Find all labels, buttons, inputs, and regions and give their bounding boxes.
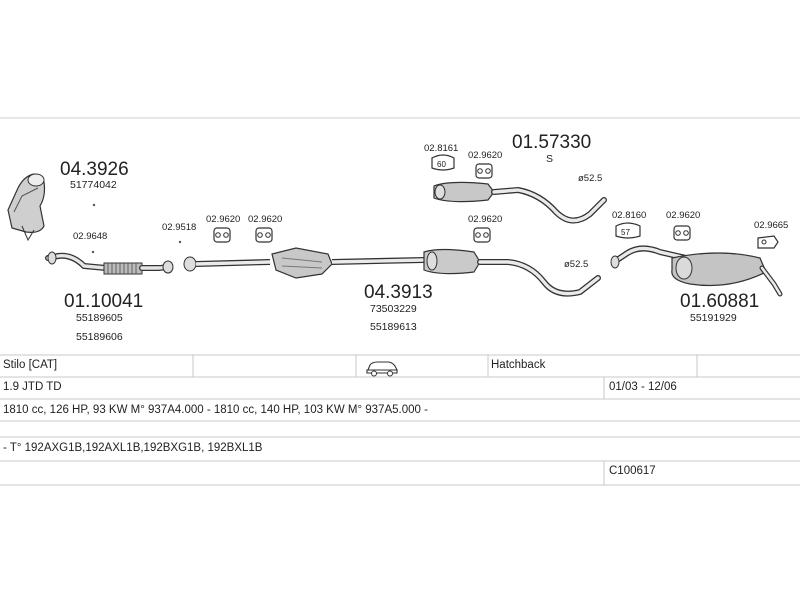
spec-table-grid — [0, 354, 800, 486]
part-02-9620-d-code: 02.9620 — [468, 150, 502, 161]
part-02-9518-dot — [178, 240, 182, 244]
part-02-9620-b-code: 02.9620 — [248, 214, 282, 225]
part-01-10041-code: 01.10041 — [64, 291, 143, 312]
part-02-9648-dot — [91, 250, 95, 254]
vehicle-specs: 1810 cc, 126 HP, 93 KW M° 937A4.000 - 18… — [3, 404, 428, 416]
part-02-9518-code: 02.9518 — [162, 222, 196, 233]
part-01-10041-ref-2: 55189606 — [76, 331, 123, 343]
part-01-60881-code: 01.60881 — [680, 291, 759, 312]
part-02-9665-code: 02.9665 — [754, 220, 788, 231]
vehicle-types: - T° 192AXG1B,192AXL1B,192BXG1B, 192BXL1… — [3, 442, 263, 454]
part-02-8161-clamp[interactable]: 60 — [431, 154, 455, 171]
part-01-57330-code: 01.57330 — [512, 132, 591, 153]
part-01-10041-ref-1: 55189605 — [76, 312, 123, 324]
part-02-9620-b-hanger[interactable] — [255, 227, 273, 243]
lower-diameter-label: ø52.5 — [564, 259, 588, 270]
part-02-9620-e-code: 02.9620 — [666, 210, 700, 221]
part-04-3913-center-pipe[interactable] — [183, 247, 601, 297]
part-02-9665-rubber-mount[interactable] — [757, 235, 779, 249]
part-01-60881-rear-silencer[interactable] — [610, 245, 783, 297]
clamp-size-8160: 57 — [621, 228, 630, 237]
part-04-3926-dot — [92, 203, 96, 207]
part-04-3913-ref-2: 55189613 — [370, 321, 417, 333]
part-02-9620-c-hanger[interactable] — [473, 227, 491, 243]
vehicle-engine: 1.9 JTD TD — [3, 381, 62, 393]
vehicle-years: 01/03 - 12/06 — [609, 381, 677, 393]
upper-diameter-label: ø52.5 — [578, 173, 602, 184]
part-04-3926-ref: 51774042 — [70, 179, 117, 191]
part-02-9648-code: 02.9648 — [73, 231, 107, 242]
car-side-icon — [366, 361, 398, 377]
part-01-10041-front-pipe[interactable] — [45, 251, 174, 275]
part-02-8160-code: 02.8160 — [612, 210, 646, 221]
part-02-9620-d-hanger[interactable] — [475, 163, 493, 179]
part-04-3913-code: 04.3913 — [364, 282, 433, 303]
part-02-9620-a-code: 02.9620 — [206, 214, 240, 225]
vehicle-model: Stilo [CAT] — [3, 359, 58, 371]
part-01-57330-suffix: S — [546, 153, 553, 165]
part-02-8161-code: 02.8161 — [424, 143, 458, 154]
part-04-3913-ref-1: 73503229 — [370, 303, 417, 315]
part-02-9620-a-hanger[interactable] — [213, 227, 231, 243]
vehicle-body-type: Hatchback — [491, 359, 546, 371]
part-02-8160-clamp[interactable]: 57 — [615, 222, 641, 239]
clamp-size-8161: 60 — [437, 160, 446, 169]
part-02-9620-e-hanger[interactable] — [673, 225, 691, 241]
part-01-57330-middle-silencer[interactable] — [433, 181, 607, 224]
catalog-code: C100617 — [609, 465, 656, 477]
part-01-60881-ref: 55191929 — [690, 312, 737, 324]
part-04-3926-catalyst-front[interactable] — [7, 173, 46, 242]
part-04-3926-code: 04.3926 — [60, 159, 129, 180]
part-02-9620-c-code: 02.9620 — [468, 214, 502, 225]
